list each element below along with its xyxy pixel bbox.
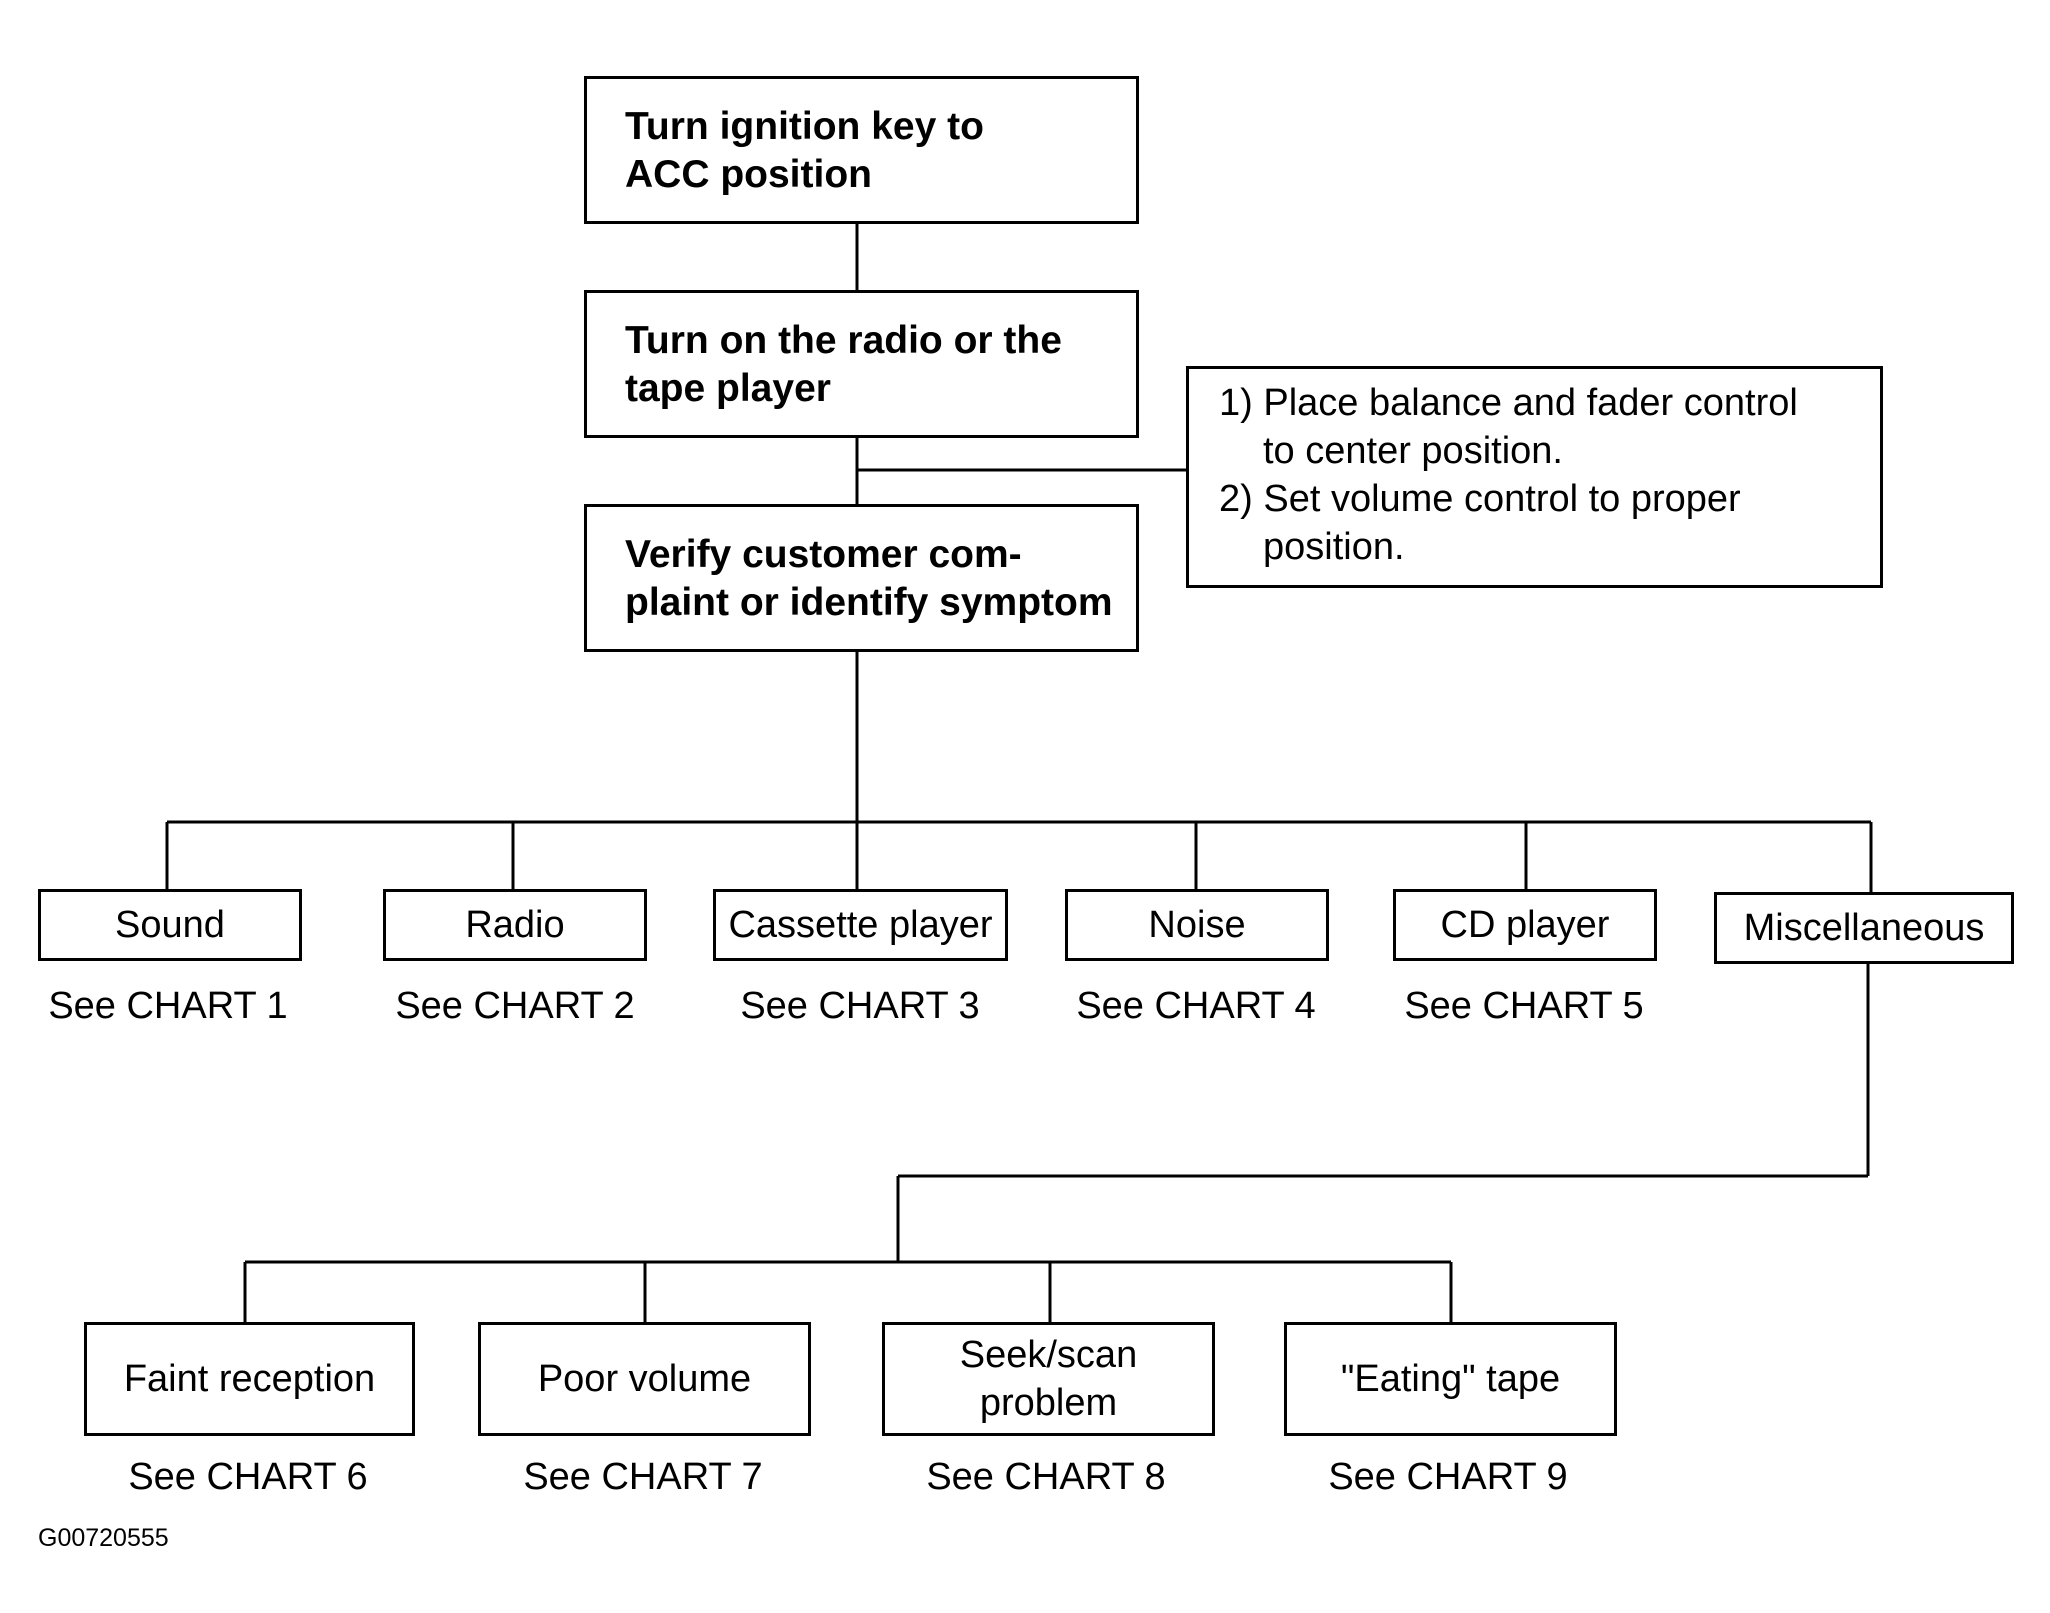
ref-chart-2: See CHART 2 [395, 985, 635, 1027]
misc-poor-volume-label: Poor volume [537, 1358, 752, 1400]
misc-seek-scan-box: Seek/scan problem [882, 1322, 1215, 1436]
category-cassette-box: Cassette player [713, 889, 1008, 961]
misc-eating-tape-label: "Eating" tape [1340, 1358, 1561, 1400]
misc-poor-volume-box: Poor volume [478, 1322, 811, 1436]
step-radio-on-line1: Turn on the radio or the [625, 319, 1062, 362]
category-misc-box: Miscellaneous [1714, 892, 2014, 964]
ref-chart-3: See CHART 3 [740, 985, 980, 1027]
step-verify-line1: Verify customer com- [625, 533, 1022, 576]
misc-faint-reception-label: Faint reception [123, 1358, 376, 1400]
step-ignition-line2: ACC position [625, 153, 872, 196]
step-verify-box: Verify customer com- plaint or identify … [584, 504, 1139, 652]
misc-faint-reception-box: Faint reception [84, 1322, 415, 1436]
category-radio-box: Radio [383, 889, 647, 961]
misc-seek-scan-line1: Seek/scan [959, 1334, 1138, 1376]
ref-chart-7: See CHART 7 [523, 1456, 763, 1498]
ref-chart-8: See CHART 8 [926, 1456, 1166, 1498]
category-sound-box: Sound [38, 889, 302, 961]
category-noise-box: Noise [1065, 889, 1329, 961]
misc-eating-tape-box: "Eating" tape [1284, 1322, 1617, 1436]
step-ignition-box: Turn ignition key to ACC position [584, 76, 1139, 224]
note-item-2-line2: position. [1263, 526, 1405, 568]
note-box: 1) Place balance and fader control to ce… [1186, 366, 1883, 588]
step-verify-line2: plaint or identify symptom [625, 581, 1113, 624]
note-item-1-line1: 1) Place balance and fader control [1219, 382, 1798, 424]
ref-chart-6: See CHART 6 [128, 1456, 368, 1498]
step-radio-on-line2: tape player [625, 367, 831, 410]
note-item-1-line2: to center position. [1263, 430, 1563, 472]
step-ignition-line1: Turn ignition key to [625, 105, 984, 148]
figure-id: G00720555 [38, 1524, 169, 1552]
step-radio-on-box: Turn on the radio or the tape player [584, 290, 1139, 438]
category-cd-box: CD player [1393, 889, 1657, 961]
misc-seek-scan-line2: problem [979, 1382, 1118, 1424]
ref-chart-4: See CHART 4 [1076, 985, 1316, 1027]
note-item-2-line1: 2) Set volume control to proper [1219, 478, 1741, 520]
ref-chart-5: See CHART 5 [1404, 985, 1644, 1027]
ref-chart-9: See CHART 9 [1328, 1456, 1568, 1498]
ref-chart-1: See CHART 1 [48, 985, 288, 1027]
